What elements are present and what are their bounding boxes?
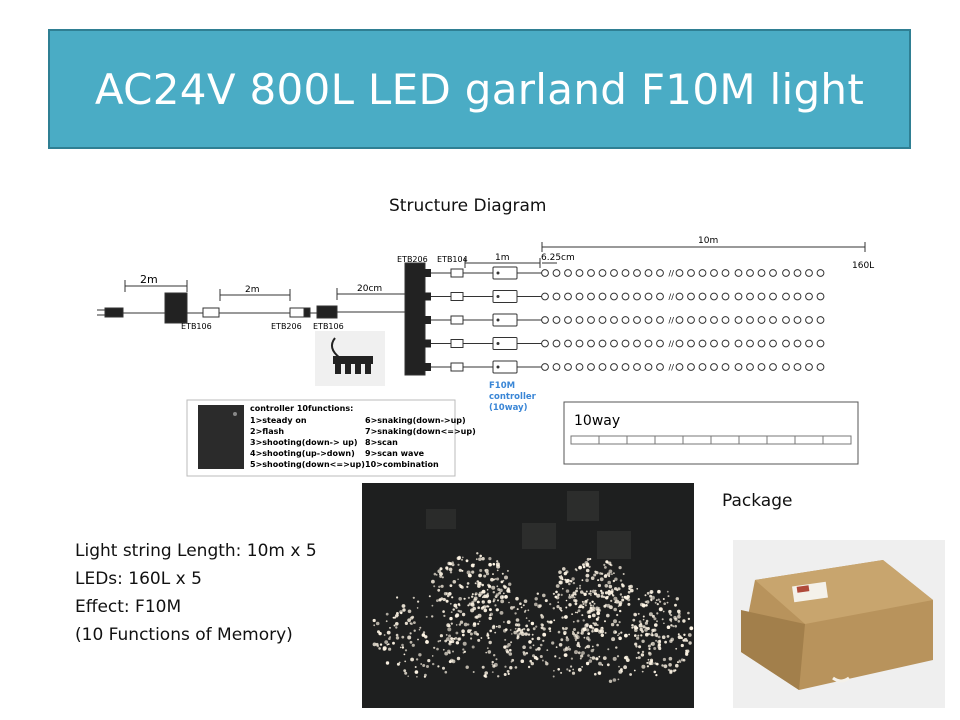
way-cell xyxy=(794,435,824,445)
way-cell xyxy=(710,435,740,445)
etb106-label: ETB106 xyxy=(313,322,344,331)
function-item: 10>combination xyxy=(365,460,439,469)
spec-line: Effect: F10M xyxy=(75,597,182,617)
way-cell xyxy=(682,435,712,445)
spec-line: LEDs: 160L x 5 xyxy=(75,569,202,589)
controller-label: F10M xyxy=(489,381,515,391)
adapter-box xyxy=(164,292,188,324)
way-panel xyxy=(563,401,859,465)
light-string-row: // xyxy=(418,360,825,374)
way-cell xyxy=(626,435,656,445)
structure-diagram: 2m 2m 20cm 1m 6.25cm 10m 160L ETB106 ETB… xyxy=(97,236,874,477)
function-item: 9>scan wave xyxy=(365,449,425,458)
light-string-row: // xyxy=(418,313,825,327)
light-string-row: // xyxy=(418,337,825,350)
controller-label: (10way) xyxy=(489,403,528,413)
garland-lights-photo xyxy=(362,483,694,708)
functions-title: controller 10functions: xyxy=(250,404,353,413)
way-cell xyxy=(570,435,600,445)
lead-length-label: 1m xyxy=(495,253,510,263)
etb104-label: ETB104 xyxy=(437,255,468,264)
controller-label: controller xyxy=(489,392,537,402)
function-item: 8>scan xyxy=(365,438,398,447)
svg-text://: // xyxy=(669,293,675,302)
way-cell xyxy=(822,435,852,445)
light-string-row: // xyxy=(418,266,825,280)
package-box-photo xyxy=(733,540,945,708)
function-item: 2>flash xyxy=(250,427,284,436)
specs-list: Light string Length: 10m x 5 LEDs: 160L … xyxy=(75,537,317,649)
light-string-row: // xyxy=(418,290,825,303)
svg-text://: // xyxy=(669,340,675,349)
etb206-label: ETB206 xyxy=(271,322,302,331)
spec-line: (10 Functions of Memory) xyxy=(75,625,293,645)
way-cell xyxy=(738,435,768,445)
spec-line: Light string Length: 10m x 5 xyxy=(75,541,317,561)
function-item: 6>snaking(down->up) xyxy=(365,416,466,425)
spacing-label: 6.25cm xyxy=(541,253,575,263)
function-item: 7>snaking(down<=>up) xyxy=(365,427,476,436)
ext-length-label: 2m xyxy=(245,285,260,295)
way-cell xyxy=(766,435,796,445)
way-cell xyxy=(654,435,684,445)
title-banner: AC24V 800L LED garland F10M light xyxy=(48,29,911,149)
slide-title: AC24V 800L LED garland F10M light xyxy=(94,64,865,114)
adapter-length-label: 2m xyxy=(140,273,158,286)
plug-icon xyxy=(104,307,124,318)
way-panel-label: 10way xyxy=(574,413,620,429)
etb106-label: ETB106 xyxy=(181,322,212,331)
function-item: 1>steady on xyxy=(250,416,307,425)
function-item: 3>shooting(down-> up) xyxy=(250,438,358,447)
led-count-label: 160L xyxy=(852,261,874,271)
svg-text://: // xyxy=(669,269,675,278)
function-item: 4>shooting(up->down) xyxy=(250,449,355,458)
package-caption: Package xyxy=(722,491,793,511)
way-cell xyxy=(598,435,628,445)
etb206-label: ETB206 xyxy=(397,255,428,264)
function-item: 5>shooting(down<=>up) xyxy=(250,460,365,469)
svg-text://: // xyxy=(669,363,675,372)
controller-photo xyxy=(198,405,244,469)
splitter-length-label: 20cm xyxy=(357,284,382,294)
svg-text://: // xyxy=(669,316,675,325)
diagram-caption: Structure Diagram xyxy=(389,196,547,216)
splitter-cable-photo xyxy=(315,331,385,386)
string-length-label: 10m xyxy=(698,236,718,246)
